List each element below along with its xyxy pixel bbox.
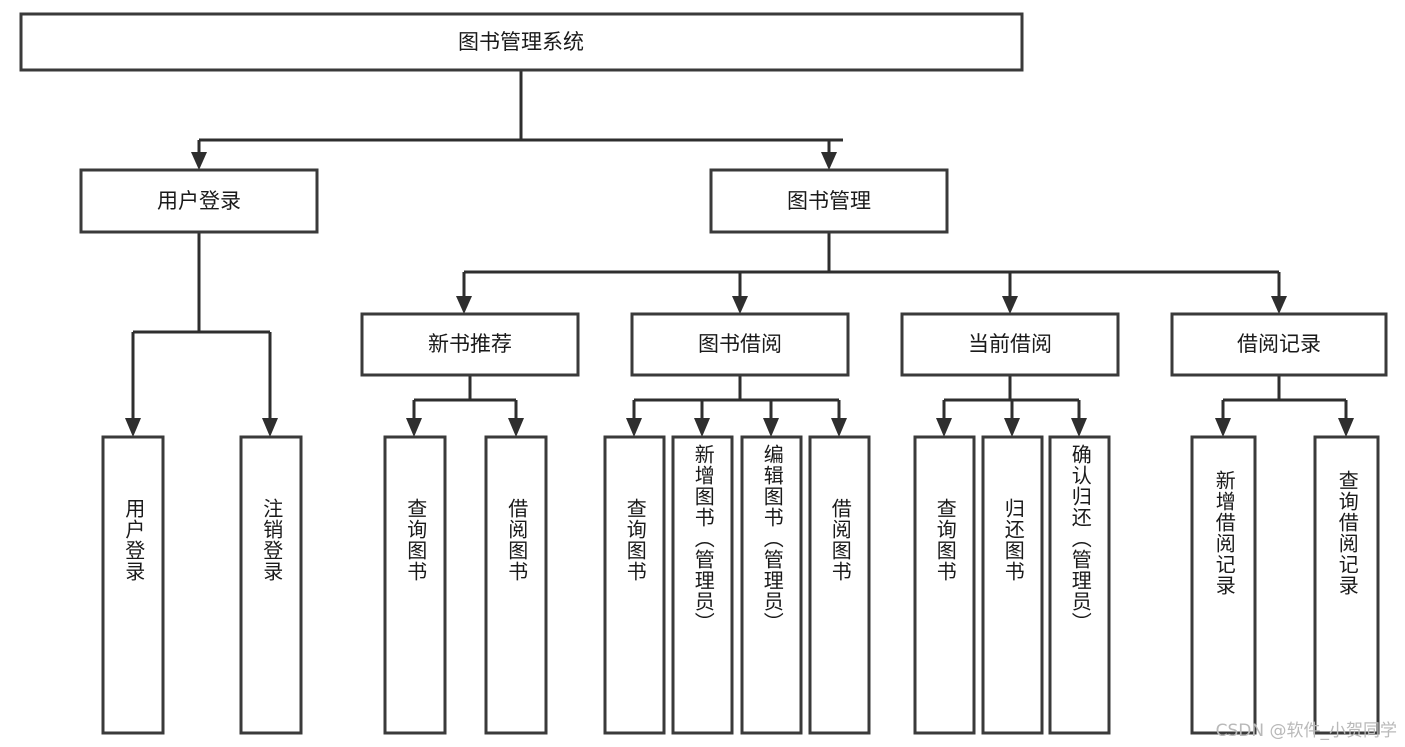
leaf-box-borrow-record-1[interactable] [1190,435,1257,735]
node-book-management-label: 图书管理 [787,189,871,213]
leaf-box-user-login-1[interactable] [101,435,165,735]
leaf-box-current-borrow-1[interactable] [913,435,976,735]
node-root-label: 图书管理系统 [458,30,584,54]
node-borrow-record-label: 借阅记录 [1237,332,1321,356]
leaf-box-book-borrow-2[interactable] [671,435,734,735]
connector-bookmanage-to-level3 [456,232,1287,314]
leaf-box-book-borrow-3[interactable] [740,435,803,735]
node-book-management[interactable]: 图书管理 [709,168,949,234]
node-new-book-recommend[interactable]: 新书推荐 [360,312,580,377]
node-book-borrow-label: 图书借阅 [698,332,782,356]
connector-borrowrecord-to-leaves [1215,375,1354,437]
connector-currentborrow-to-leaves [936,375,1087,437]
node-book-borrow[interactable]: 图书借阅 [630,312,850,377]
leaf-box-current-borrow-3[interactable] [1048,435,1111,735]
node-borrow-record[interactable]: 借阅记录 [1170,312,1388,377]
node-new-book-recommend-label: 新书推荐 [428,332,512,356]
csdn-watermark: CSDN @软件_小贺同学 [1215,721,1397,741]
connector-newbook-to-leaves [406,375,524,437]
leaf-box-new-book-2[interactable] [484,435,548,735]
node-user-login[interactable]: 用户登录 [79,168,319,234]
node-current-borrow-label: 当前借阅 [968,332,1052,356]
node-current-borrow[interactable]: 当前借阅 [900,312,1120,377]
node-root[interactable]: 图书管理系统 [19,12,1024,72]
connector-bookborrow-to-leaves [626,375,847,437]
connector-userlogin-to-leaves [125,232,278,437]
leaf-box-book-borrow-1[interactable] [603,435,666,735]
leaf-box-current-borrow-2[interactable] [981,435,1044,735]
leaf-box-book-borrow-4[interactable] [808,435,871,735]
leaf-box-new-book-1[interactable] [383,435,447,735]
leaf-box-user-login-2[interactable] [239,435,303,735]
node-user-login-label: 用户登录 [157,189,241,213]
connector-root-to-level2 [191,70,843,170]
leaf-box-borrow-record-2[interactable] [1313,435,1380,735]
